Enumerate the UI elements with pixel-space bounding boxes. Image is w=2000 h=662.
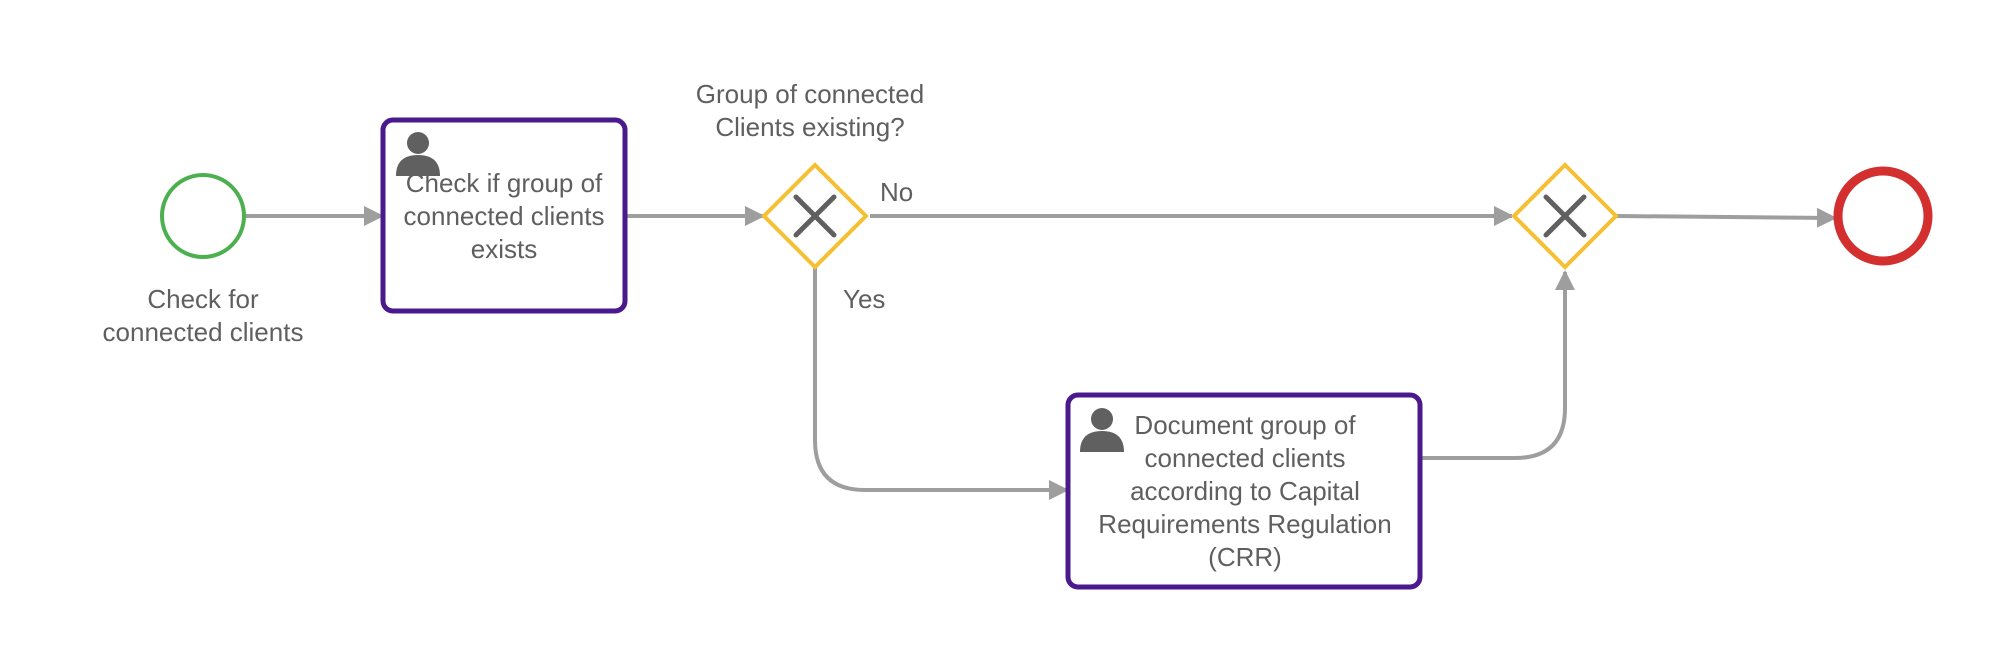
close-icon [1543,194,1587,238]
flow-yes-label: Yes [843,284,886,314]
close-icon [793,194,837,238]
user-icon [1080,408,1124,452]
user-icon [396,132,440,176]
task-check-box[interactable] [380,117,628,314]
task-document-label: Document group of connected clients acco… [1098,410,1392,572]
start-event-label: Check for connected clients [102,284,304,347]
start-event[interactable] [160,173,246,259]
flow-merge-to-end[interactable] [1616,207,1837,228]
task-check-label: Check if group of connected clients exis… [403,168,605,264]
flow-no-label: No [880,177,914,207]
task-document-box[interactable] [1065,392,1423,590]
end-event[interactable] [1833,166,1933,266]
flow-yes[interactable] [813,268,1069,500]
gateway-split-label: Group of connected Clients existing? [695,79,925,142]
connectors [245,206,1837,500]
flow-document-to-merge[interactable] [1420,270,1575,460]
